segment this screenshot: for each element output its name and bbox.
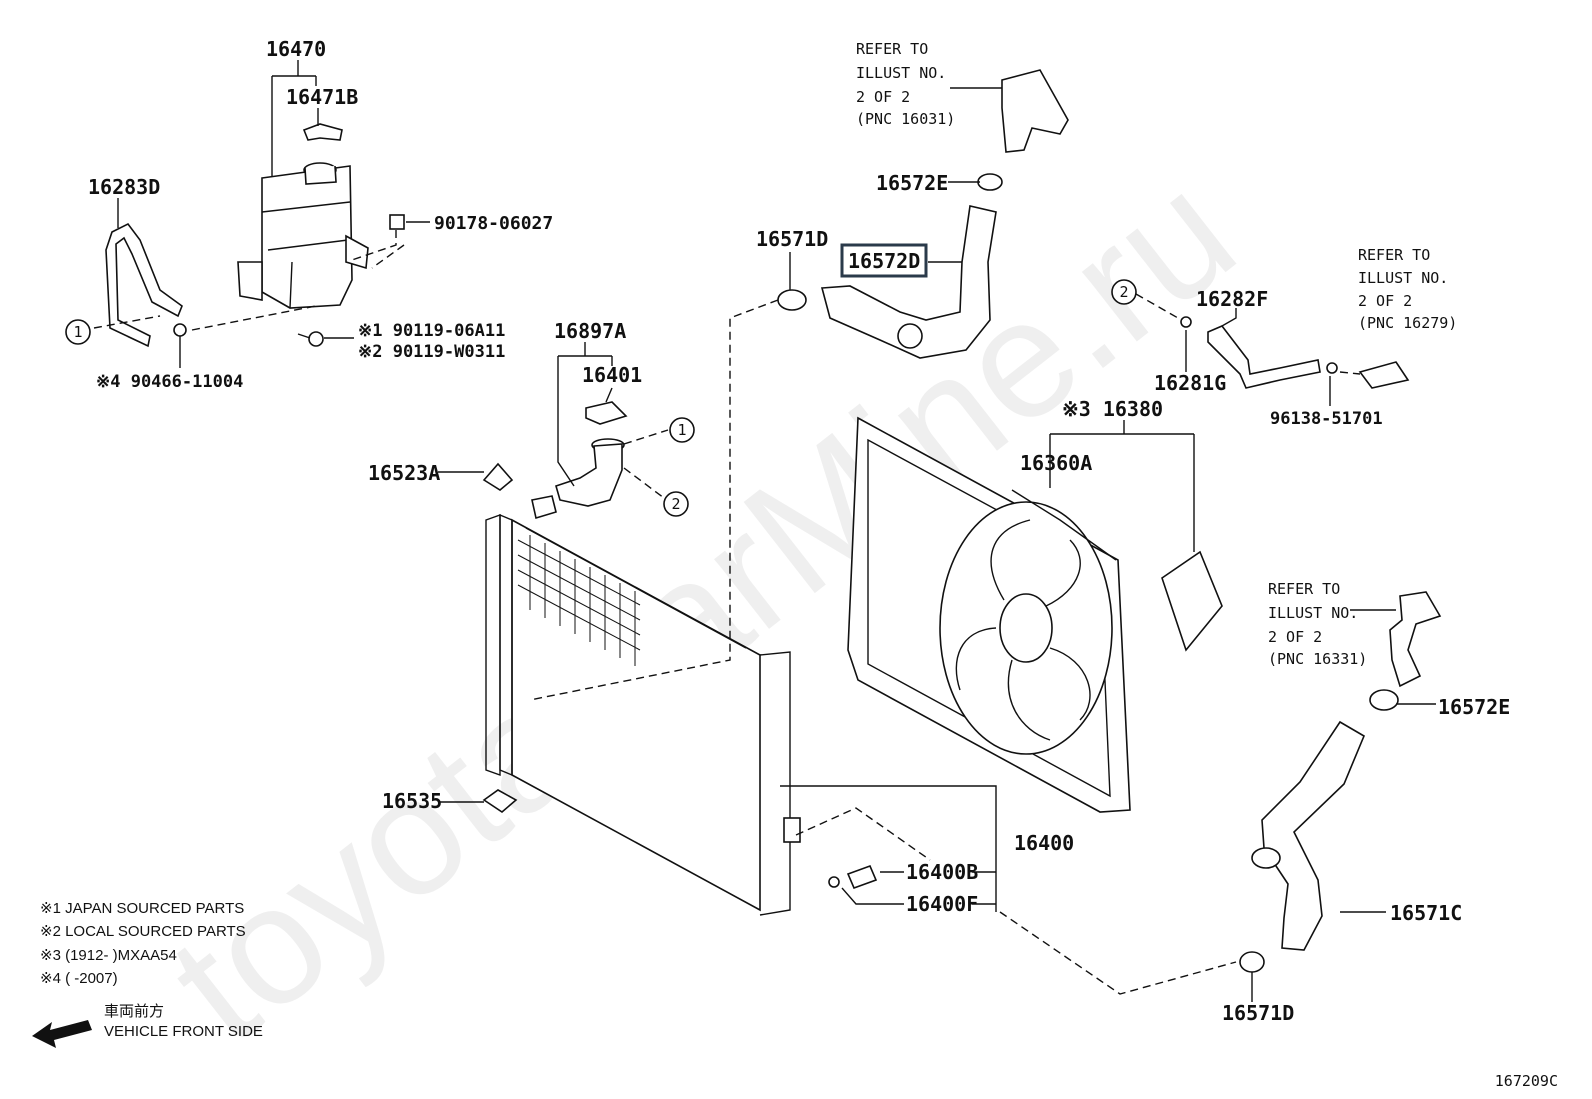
legend-note-2: ※2 LOCAL SOURCED PARTS bbox=[40, 923, 246, 940]
circle-ref-2-radiator: 2 bbox=[663, 491, 689, 517]
label-16282F[interactable]: 16282F bbox=[1196, 287, 1268, 311]
circle-ref-1-radiator: 1 bbox=[669, 417, 695, 443]
refer-note-top: REFER TO ILLUST NO. 2 OF 2 (PNC 16031) bbox=[856, 40, 955, 128]
front-arrow-icon bbox=[32, 1020, 92, 1048]
radiator-cap-16401 bbox=[585, 401, 628, 425]
svg-text:2 OF 2: 2 OF 2 bbox=[1358, 292, 1412, 310]
label-16572D[interactable]: 16572D bbox=[848, 249, 920, 273]
label-16471B[interactable]: 16471B bbox=[286, 85, 358, 109]
label-16571C[interactable]: 16571C bbox=[1390, 901, 1462, 925]
label-16283D[interactable]: 16283D bbox=[88, 175, 160, 199]
fan-motor-16380 bbox=[1161, 550, 1223, 652]
label-16572E-top[interactable]: 16572E bbox=[876, 171, 948, 195]
front-label-jp: 車両前方 bbox=[104, 1003, 164, 1020]
front-label-en: VEHICLE FRONT SIDE bbox=[104, 1023, 263, 1040]
label-16535[interactable]: 16535 bbox=[382, 789, 442, 813]
highlight-box-16572D bbox=[840, 243, 928, 278]
label-16400B[interactable]: 16400B bbox=[906, 860, 978, 884]
radiator bbox=[485, 495, 801, 916]
label-90119-W0311[interactable]: ※2 90119-W0311 bbox=[358, 342, 505, 362]
clamp-16571D-bottom bbox=[1239, 951, 1265, 973]
label-16523A[interactable]: 16523A bbox=[368, 461, 440, 485]
upper-hose-16572D bbox=[820, 205, 997, 359]
fan-shroud bbox=[847, 416, 1131, 813]
bolt-90178 bbox=[389, 214, 405, 230]
circle-ref-2-top: 2 bbox=[1111, 279, 1137, 305]
svg-text:(PNC 16031): (PNC 16031) bbox=[856, 110, 955, 128]
label-16360A[interactable]: 16360A bbox=[1020, 451, 1092, 475]
illustration-id: 167209C bbox=[1495, 1072, 1558, 1090]
label-16571D-bottom[interactable]: 16571D bbox=[1222, 1001, 1294, 1025]
svg-text:ILLUST NO.: ILLUST NO. bbox=[1268, 604, 1358, 622]
label-16281G[interactable]: 16281G bbox=[1154, 371, 1226, 395]
legend-note-4: ※4 ( -2007) bbox=[40, 970, 118, 987]
grommet-16535 bbox=[482, 789, 518, 814]
label-16400[interactable]: 16400 bbox=[1014, 831, 1074, 855]
label-90466-11004[interactable]: ※4 90466-11004 bbox=[96, 372, 243, 392]
svg-text:REFER TO: REFER TO bbox=[1268, 580, 1340, 598]
bolt-90119 bbox=[297, 331, 324, 347]
filler-neck-16897A bbox=[555, 438, 625, 507]
label-16897A[interactable]: 16897A bbox=[554, 319, 626, 343]
label-16571D-top[interactable]: 16571D bbox=[756, 227, 828, 251]
hose-16283D bbox=[105, 222, 187, 348]
clamp-16572E-top bbox=[977, 173, 1003, 191]
svg-text:(PNC 16279): (PNC 16279) bbox=[1358, 314, 1457, 332]
svg-text:2 OF 2: 2 OF 2 bbox=[856, 88, 910, 106]
svg-text:1: 1 bbox=[73, 323, 82, 341]
drain-cock-16400B bbox=[828, 864, 878, 890]
svg-text:1: 1 bbox=[677, 421, 686, 439]
clamp-16571D-top bbox=[777, 289, 807, 311]
outlet-ref-right bbox=[1358, 361, 1410, 389]
hose-16282F bbox=[1180, 316, 1338, 389]
svg-text:REFER TO: REFER TO bbox=[856, 40, 928, 58]
refer-note-lower: REFER TO ILLUST NO. 2 OF 2 (PNC 16331) bbox=[1268, 580, 1367, 668]
svg-text:(PNC 16331): (PNC 16331) bbox=[1268, 650, 1367, 668]
label-96138-51701[interactable]: 96138-51701 bbox=[1270, 409, 1383, 429]
water-inlet-ref-top bbox=[1001, 69, 1069, 153]
svg-text:ILLUST NO.: ILLUST NO. bbox=[856, 64, 946, 82]
label-90178-06027[interactable]: 90178-06027 bbox=[434, 213, 553, 234]
svg-text:2: 2 bbox=[671, 495, 680, 513]
label-16572E-bottom[interactable]: 16572E bbox=[1438, 695, 1510, 719]
svg-text:2 OF 2: 2 OF 2 bbox=[1268, 628, 1322, 646]
svg-text:ILLUST NO.: ILLUST NO. bbox=[1358, 269, 1448, 287]
label-16470[interactable]: 16470 bbox=[266, 37, 326, 61]
leader-lines bbox=[117, 60, 1436, 1002]
label-16401[interactable]: 16401 bbox=[582, 363, 642, 387]
label-90119-06A11[interactable]: ※1 90119-06A11 bbox=[358, 321, 505, 341]
tank-cap-16471B bbox=[302, 123, 343, 141]
legend: ※1 JAPAN SOURCED PARTS ※2 LOCAL SOURCED … bbox=[32, 900, 263, 1048]
circle-ref-1-left: 1 bbox=[65, 319, 91, 345]
svg-text:REFER TO: REFER TO bbox=[1358, 246, 1430, 264]
clamp-16572E-bottom bbox=[1369, 689, 1399, 711]
grommet-16523A bbox=[482, 462, 514, 491]
reservoir-tank bbox=[237, 162, 369, 309]
legend-note-1: ※1 JAPAN SOURCED PARTS bbox=[40, 900, 244, 917]
lower-hose-16571C bbox=[1251, 720, 1366, 951]
legend-note-3: ※3 (1912- )MXAA54 bbox=[40, 947, 177, 964]
label-16380[interactable]: ※3 16380 bbox=[1062, 397, 1163, 421]
refer-note-right: REFER TO ILLUST NO. 2 OF 2 (PNC 16279) bbox=[1358, 246, 1457, 332]
svg-text:2: 2 bbox=[1119, 283, 1128, 301]
label-16400F[interactable]: 16400F bbox=[906, 892, 978, 916]
water-outlet-ref-lower bbox=[1389, 591, 1442, 688]
